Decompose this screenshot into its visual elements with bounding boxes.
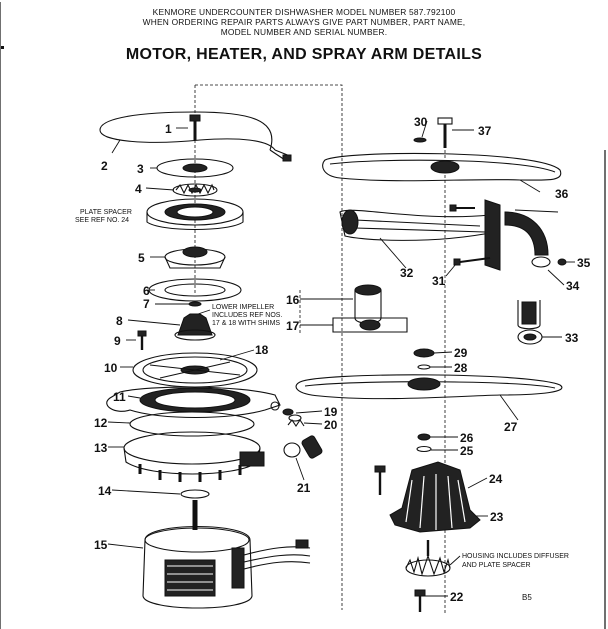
part-30-washer: [413, 137, 427, 143]
diagram-title: MOTOR, HEATER, AND SPRAY ARM DETAILS: [125, 46, 483, 63]
callout-3: 3: [137, 162, 144, 176]
part-25-washer: [416, 445, 432, 453]
callout-10: 10: [104, 361, 118, 375]
part-24-bolt: [374, 465, 386, 495]
note-impeller-includes: INCLUDES REF NOS.: [212, 312, 282, 319]
callout-25: 25: [460, 444, 474, 458]
part-7-washer: [188, 301, 202, 307]
part-13-motor-mount: [123, 431, 265, 482]
callout-23: 23: [490, 510, 504, 524]
callout-7: 7: [143, 297, 150, 311]
part-5-seal: [164, 246, 226, 269]
part-37-bolt: [437, 117, 453, 148]
callout-37: 37: [478, 124, 492, 138]
page-code: B5: [522, 593, 532, 602]
part-21-hose-clamp: [283, 435, 323, 459]
callout-2: 2: [101, 159, 108, 173]
callout-33: 33: [565, 331, 579, 345]
part-11-pump-body: [106, 386, 281, 419]
callout-20: 20: [324, 418, 338, 432]
header-ordering-line: WHEN ORDERING REPAIR PARTS ALWAYS GIVE P…: [142, 17, 466, 27]
part-12-gasket: [129, 411, 255, 437]
part-29-hub: [413, 348, 435, 358]
part-10-pump-cover: [132, 352, 258, 388]
note-housing: HOUSING INCLUDES DIFFUSER: [462, 553, 569, 560]
part-8-lower-impeller: [174, 313, 216, 341]
header-model-line: KENMORE UNDERCOUNTER DISHWASHER MODEL NU…: [152, 7, 456, 17]
part-33-bearing: [517, 329, 543, 345]
part-34-elbow: [504, 211, 551, 330]
note-lower-impeller: LOWER IMPELLER: [212, 304, 274, 311]
callout-19: 19: [324, 405, 338, 419]
callout-31: 31: [432, 274, 446, 288]
part-9-screw: [137, 330, 147, 350]
note-impeller-shims: 17 & 18 WITH SHIMS: [212, 320, 280, 327]
screw-upper-right: [449, 204, 559, 213]
callout-32: 32: [400, 266, 414, 280]
callout-21: 21: [297, 481, 311, 495]
note-housing-spacer: AND PLATE SPACER: [462, 562, 531, 569]
callout-28: 28: [454, 361, 468, 375]
callout-18: 18: [255, 343, 269, 357]
callout-16: 16: [286, 293, 300, 307]
diffuser-wheel: [405, 540, 451, 577]
note-plate-spacer-ref: SEE REF NO. 24: [75, 217, 129, 224]
part-28-washer: [417, 364, 431, 370]
part-36-upper-spray-arm: [322, 152, 562, 182]
callout-14: 14: [98, 484, 112, 498]
callout-27: 27: [504, 420, 518, 434]
assembly-guide-lines: [194, 84, 446, 615]
callout-1: 1: [165, 122, 172, 136]
part-15-motor: [142, 500, 311, 609]
callout-5: 5: [138, 251, 145, 265]
part-4-gear: [172, 183, 218, 197]
part-1-screw: [189, 114, 201, 140]
part-31-screw: [453, 257, 491, 266]
callout-8: 8: [116, 314, 123, 328]
part-17-coupling: [332, 317, 408, 333]
part-22-bolt: [414, 589, 426, 612]
callout-17: 17: [286, 319, 300, 333]
part-19-check-valve: [282, 408, 302, 422]
note-plate-spacer: PLATE SPACER: [80, 209, 132, 216]
callout-15: 15: [94, 538, 108, 552]
part-20-spring: [287, 419, 305, 427]
part-23-pump-housing: [389, 461, 481, 533]
callout-11: 11: [113, 390, 126, 404]
callout-12: 12: [94, 416, 108, 430]
callout-30: 30: [414, 115, 428, 129]
callout-24: 24: [489, 472, 503, 486]
callout-35: 35: [577, 256, 591, 270]
part-26-nut: [417, 433, 431, 441]
part-27-lower-spray-arm: [295, 374, 563, 400]
callout-36: 36: [555, 187, 569, 201]
part-3-disc: [156, 158, 234, 178]
part-32-conduit: [339, 199, 501, 271]
leader-lines: [107, 120, 575, 597]
callout-6: 6: [143, 284, 150, 298]
part-2-heater: [99, 111, 292, 162]
callout-4: 4: [135, 182, 142, 196]
part-35-nut: [557, 258, 567, 266]
callout-9: 9: [114, 334, 121, 348]
header-serial-line: MODEL NUMBER AND SERIAL NUMBER.: [220, 27, 388, 37]
callout-22: 22: [450, 590, 464, 604]
callout-34: 34: [566, 279, 580, 293]
callout-29: 29: [454, 346, 468, 360]
part-14-clip: [180, 489, 210, 499]
callout-13: 13: [94, 441, 108, 455]
plate-spacer: [146, 198, 244, 230]
callout-26: 26: [460, 431, 474, 445]
